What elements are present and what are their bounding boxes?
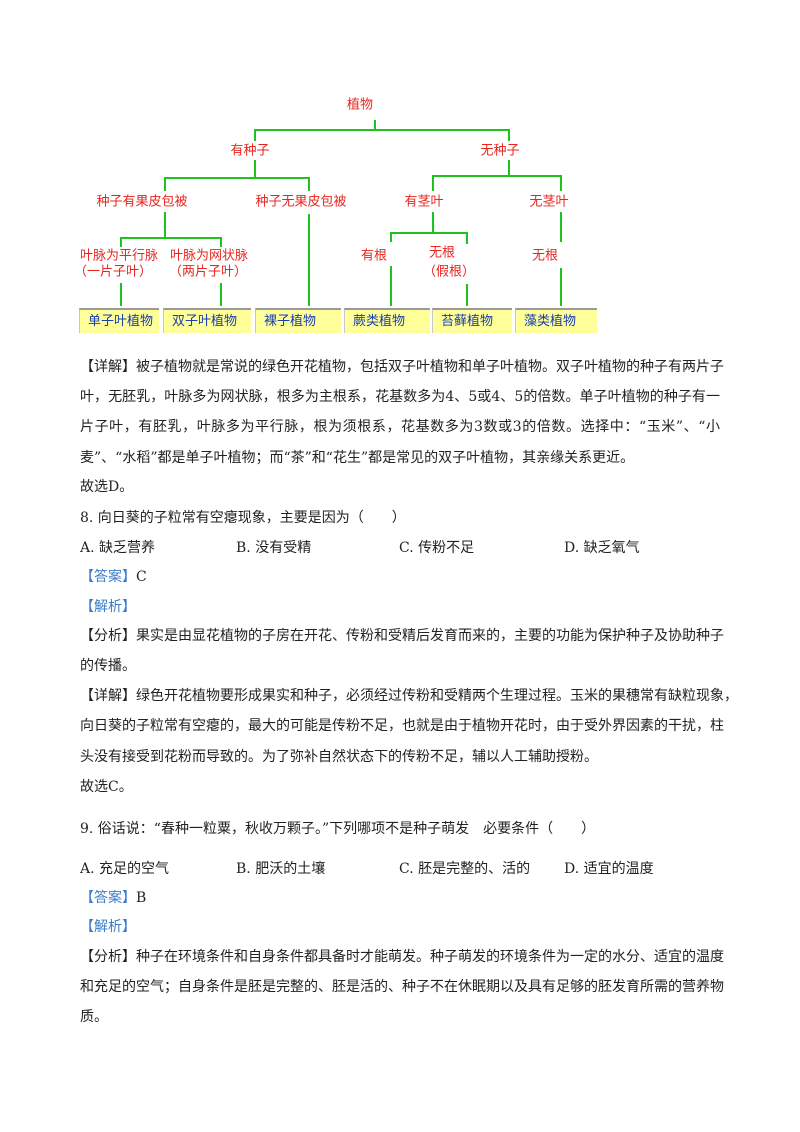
node-parallel-vein-note: （一片子叶） [73,264,153,280]
leaf-monocot: 单子叶植物 [79,308,159,333]
leaf-moss: 苔藓植物 [432,308,512,333]
connector-line [432,175,434,191]
detail-line: 【详解】被子植物就是常说的绿色开花植物，包括双子叶植物和单子叶植物。双子叶植物的… [80,359,724,375]
option-b: B. 肥沃的土壤 [236,861,326,877]
connector-line [308,214,310,306]
connector-line [254,160,256,178]
answer-label: 【答案】 [80,569,136,585]
answer-value: B [136,890,147,906]
connector-line [390,232,392,242]
analysis-label: 【解析】 [80,599,136,615]
connector-line [164,212,166,238]
option-a: A. 充足的空气 [80,861,170,877]
option-c: C. 胚是完整的、活的 [399,861,531,877]
connector-line [374,120,376,131]
connector-line [308,177,310,191]
detail-line: 【详解】绿色开花植物要形成果实和种子，必须经过传粉和受精两个生理过程。玉米的果穗… [80,688,738,704]
node-false-root-note: （假根） [422,264,476,280]
connector-line [254,129,256,141]
node-seed-naked: 种子无果皮包被 [255,194,347,210]
leaf-fern: 蕨类植物 [344,308,430,333]
leaf-dicot: 双子叶植物 [163,308,251,333]
analysis-line: 和充足的空气；自身条件是胚是完整的、胚是活的、种子不在休眠期以及具有足够的胚发育… [80,979,724,995]
analysis-line: 【分析】果实是由显花植物的子房在开花、传粉和受精后发育而来的，主要的功能为保护种… [80,628,724,644]
option-b: B. 没有受精 [236,540,312,556]
connector-line [120,283,122,306]
option-c: C. 传粉不足 [399,540,475,556]
connector-line [390,232,468,234]
answer-value: C [136,569,147,585]
analysis-line: 质。 [80,1009,108,1025]
option-d: D. 缺乏氧气 [564,540,640,556]
connector-line [432,212,434,234]
node-parallel-vein: 叶脉为平行脉 [79,248,159,264]
connector-line [432,175,562,177]
connector-line [120,237,222,239]
plant-classification-diagram: 植物 有种子 无种子 种子有果皮包被 种子无果皮包被 有茎叶 无茎叶 叶脉为平行… [0,0,800,340]
connector-line [220,237,222,247]
question-9: 9. 俗话说：“春种一粒粟，秋收万颗子。”下列哪项不是种子萌发 必要条件（ ） [80,821,596,837]
node-with-seeds: 有种子 [230,143,270,159]
answer-row: 【答案】B [80,889,720,907]
connector-line [466,232,468,244]
detail-line: 头没有接受到花粉而导致的。为了弥补自然状态下的传粉不足，辅以人工辅助授粉。 [80,749,598,765]
node-no-root-algae: 无根 [531,248,559,264]
connector-line [560,268,562,306]
analysis-line: 【分析】种子在环境条件和自身条件都具备时才能萌发。种子萌发的环境条件为一定的水分… [80,949,724,965]
connector-line [508,129,510,141]
node-net-vein-note: （两片子叶） [168,264,248,280]
node-net-vein: 叶脉为网状脉 [169,248,249,264]
node-plant: 植物 [346,97,374,113]
detail-line: 片子叶，有胚乳，叶脉多为平行脉，根为须根系，花基数多为3数或3的倍数。选择中：“… [80,419,720,435]
leaf-gymnosperm: 裸子植物 [255,308,341,333]
node-no-stem-leaf: 无茎叶 [529,194,569,210]
detail-line: 麦”、“水稻”都是单子叶植物；而“茶”和“花生”都是常见的双子叶植物，其亲缘关系… [80,450,635,466]
connector-line [120,237,122,247]
conclusion: 故选D。 [80,479,134,495]
detail-line: 叶，无胚乳，叶脉多为网状脉，根多为主根系，花基数多为4、5或4、5的倍数。单子叶… [80,389,720,405]
connector-line [508,160,510,176]
node-no-root: 无根 [428,245,456,261]
connector-line [164,177,310,179]
answer-row: 【答案】C [80,568,720,586]
node-without-seeds: 无种子 [480,143,520,159]
connector-line [254,129,510,131]
option-d: D. 适宜的温度 [564,861,654,877]
analysis-line: 的传播。 [80,658,136,674]
question-8: 8. 向日葵的子粒常有空瘪现象，主要是因为（ ） [80,510,406,526]
leaf-algae: 藻类植物 [515,308,597,333]
node-has-root: 有根 [360,248,388,264]
answer-label: 【答案】 [80,890,136,906]
connector-line [560,212,562,242]
conclusion: 故选C。 [80,779,133,795]
option-a: A. 缺乏营养 [80,540,156,556]
connector-line [220,283,222,306]
detail-line: 向日葵的子粒常有空瘪的，最大的可能是传粉不足，也就是由于植物开花时，由于受外界因… [80,718,724,734]
connector-line [466,284,468,306]
connector-line [164,177,166,191]
connector-line [390,266,392,306]
connector-line [560,175,562,191]
analysis-label: 【解析】 [80,919,136,935]
node-has-stem-leaf: 有茎叶 [404,194,444,210]
node-seed-covered: 种子有果皮包被 [96,194,188,210]
